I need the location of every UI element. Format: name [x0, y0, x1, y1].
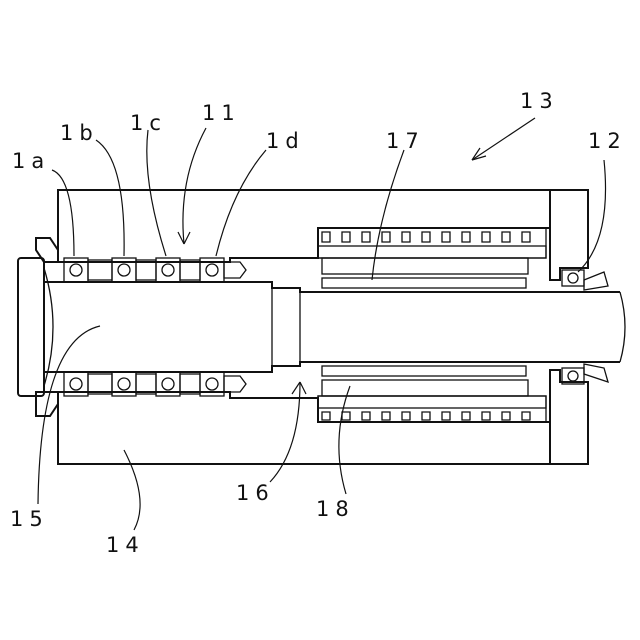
- arrowhead-16: [292, 382, 306, 394]
- housing-lower: [58, 392, 550, 464]
- leader-1a: [52, 170, 74, 256]
- label-1a: 1a: [12, 149, 50, 173]
- label-17: 17: [386, 129, 425, 153]
- leader-1c: [147, 130, 166, 256]
- sleeve-lower: [322, 366, 528, 396]
- spindle-shaft: [44, 282, 625, 372]
- label-13: 13: [520, 89, 559, 113]
- spring-lower: [318, 396, 546, 422]
- label-12: 12: [588, 129, 627, 153]
- leader-11: [183, 128, 206, 244]
- leader-14: [124, 450, 140, 530]
- label-1b: 1b: [60, 121, 99, 145]
- label-1c: 1c: [130, 111, 167, 135]
- label-11: 11: [202, 101, 241, 125]
- leader-lines: [38, 118, 606, 530]
- label-1d: 1d: [266, 129, 305, 153]
- label-15: 15: [10, 507, 49, 531]
- rear-bearing-upper: [562, 270, 608, 290]
- leader-1b: [96, 140, 124, 256]
- housing-upper: [58, 190, 550, 262]
- leader-13: [472, 118, 535, 160]
- label-18: 18: [316, 497, 355, 521]
- label-16: 16: [236, 481, 275, 505]
- leader-17: [372, 150, 404, 280]
- label-14: 14: [106, 533, 145, 557]
- left-flange: [36, 238, 58, 416]
- leader-1d: [216, 150, 266, 256]
- spindle-end-cap: [18, 258, 53, 396]
- end-cover: [550, 190, 588, 464]
- leader-18: [339, 386, 350, 494]
- spring-upper: [318, 228, 546, 258]
- sleeve-upper: [322, 258, 528, 288]
- leader-12: [578, 160, 606, 272]
